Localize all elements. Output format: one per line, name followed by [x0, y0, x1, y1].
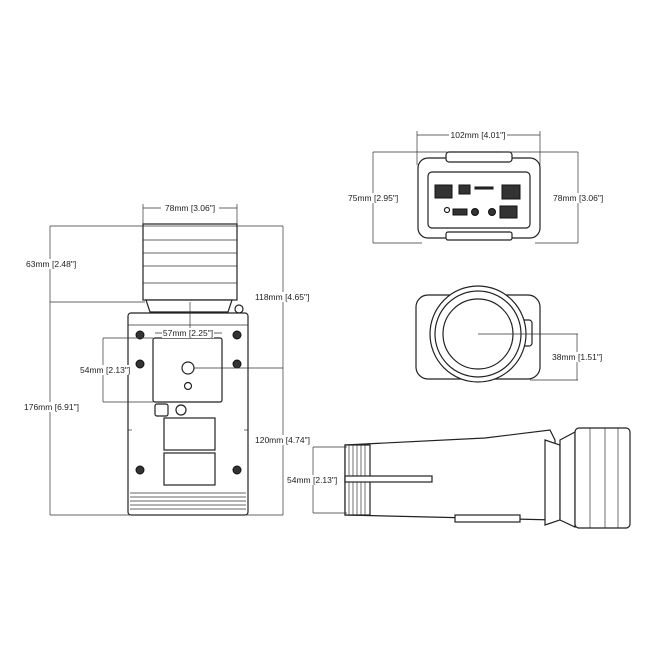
power-terminal-icon — [458, 184, 471, 195]
audio-jack-icon — [471, 208, 479, 216]
lens-center-height-label: 38mm [1.51"] — [552, 352, 602, 362]
serial-port-icon — [452, 208, 468, 216]
screw-icon — [232, 465, 242, 475]
connector-icon — [154, 403, 169, 417]
rear-view: 102mm [4.01"] 75mm [2.95"] 78mm [3.06"] — [346, 130, 605, 244]
ground-icon — [175, 404, 187, 416]
screw-icon — [135, 359, 145, 369]
ethernet-port-icon — [434, 184, 453, 199]
dimension-lines — [49, 204, 284, 516]
usb-port-icon — [501, 184, 521, 200]
mount-to-front-label: 118mm [4.65"] — [255, 292, 309, 302]
screw-icon — [135, 465, 145, 475]
label-area — [163, 417, 216, 451]
rear-height-right-label: 78mm [3.06"] — [553, 193, 603, 203]
mount-to-rear-label: 120mm [4.74"] — [255, 435, 310, 445]
lens — [574, 427, 631, 529]
lens — [142, 223, 244, 314]
screw-icon — [232, 330, 242, 340]
screw-icon — [135, 330, 145, 340]
lens-width-label: 78mm [3.06"] — [165, 203, 215, 213]
io-terminal-icon — [499, 205, 518, 219]
bottom-view: 78mm [3.06"] 63mm [2.48"] 176mm [6.91"] … — [22, 203, 311, 516]
front-view: 38mm [1.51"] — [415, 285, 604, 383]
side-height-label: 54mm [2.13"] — [287, 475, 337, 485]
plate-width-label: 57mm [2.25"] — [163, 328, 213, 338]
tripod-mount-icon — [181, 361, 195, 375]
sd-slot-icon — [474, 186, 494, 190]
label-area — [163, 452, 216, 486]
rear-width-label: 102mm [4.01"] — [451, 130, 506, 140]
side-view: 54mm [2.13"] — [285, 427, 631, 529]
camera-body — [127, 312, 249, 516]
rear-height-left-label: 75mm [2.95"] — [348, 193, 398, 203]
total-length-label: 176mm [6.91"] — [24, 402, 79, 412]
audio-jack-icon — [488, 208, 496, 216]
plate-height-label: 54mm [2.13"] — [80, 365, 130, 375]
screw-icon — [232, 359, 242, 369]
lens-length-label: 63mm [2.48"] — [26, 259, 76, 269]
